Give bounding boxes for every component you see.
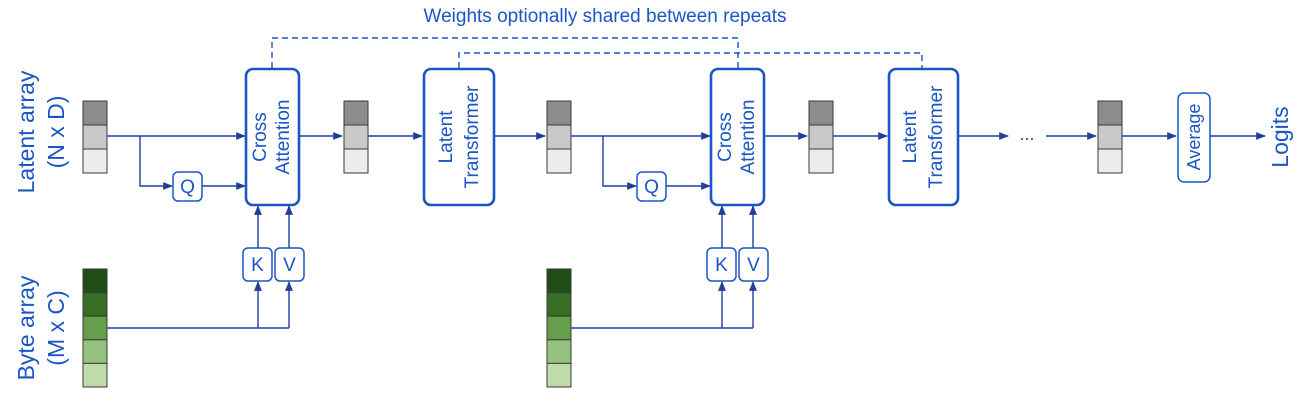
svg-text:V: V xyxy=(747,255,760,276)
ellipsis: ... xyxy=(1019,124,1034,144)
svg-text:Q: Q xyxy=(180,177,195,198)
svg-text:V: V xyxy=(283,255,296,276)
svg-text:Average: Average xyxy=(1184,104,1204,171)
shared-weights-line-latent-transformer xyxy=(458,52,923,68)
svg-text:Latent: Latent xyxy=(900,110,921,164)
svg-text:(M x C): (M x C) xyxy=(43,290,69,365)
logits-label: Logits xyxy=(1267,106,1293,167)
value-box-1: V xyxy=(274,247,305,282)
latent-array-label: Latent array (N x D) xyxy=(13,70,69,193)
latent-array-3 xyxy=(546,100,572,174)
shared-weights-title: Weights optionally shared between repeat… xyxy=(424,6,787,27)
byte-array-1 xyxy=(82,268,108,388)
query-box-1: Q xyxy=(172,171,203,202)
latent-array-5 xyxy=(1097,100,1123,174)
latent-transformer-block-1: Latent Transformer xyxy=(422,67,496,207)
latent-array-2 xyxy=(343,100,369,174)
query-box-2: Q xyxy=(636,171,667,202)
svg-text:K: K xyxy=(251,255,264,276)
svg-text:Q: Q xyxy=(644,177,659,198)
svg-text:Cross: Cross xyxy=(715,112,736,162)
svg-text:(N x D): (N x D) xyxy=(43,96,69,169)
cross-attention-block-1: Cross Attention xyxy=(244,67,301,207)
svg-text:Byte array: Byte array xyxy=(13,275,39,380)
average-block: Average xyxy=(1177,92,1211,183)
byte-array-2 xyxy=(546,268,572,388)
svg-text:Latent array: Latent array xyxy=(13,70,39,193)
cross-attention-block-2: Cross Attention xyxy=(709,67,766,207)
svg-text:K: K xyxy=(715,255,728,276)
latent-array-1 xyxy=(82,100,108,174)
key-box-2: K xyxy=(706,247,737,282)
svg-text:Attention: Attention xyxy=(273,100,294,175)
byte-array-label: Byte array (M x C) xyxy=(13,275,69,380)
latent-array-4 xyxy=(808,100,834,174)
svg-text:Transformer: Transformer xyxy=(462,85,483,188)
svg-text:Cross: Cross xyxy=(250,112,271,162)
svg-text:Transformer: Transformer xyxy=(926,85,947,188)
latent-transformer-block-2: Latent Transformer xyxy=(887,67,960,207)
svg-text:Attention: Attention xyxy=(738,100,759,175)
connector-arrows xyxy=(107,132,1266,329)
value-box-2: V xyxy=(738,247,769,282)
svg-text:Latent: Latent xyxy=(436,110,457,164)
key-box-1: K xyxy=(242,247,273,282)
